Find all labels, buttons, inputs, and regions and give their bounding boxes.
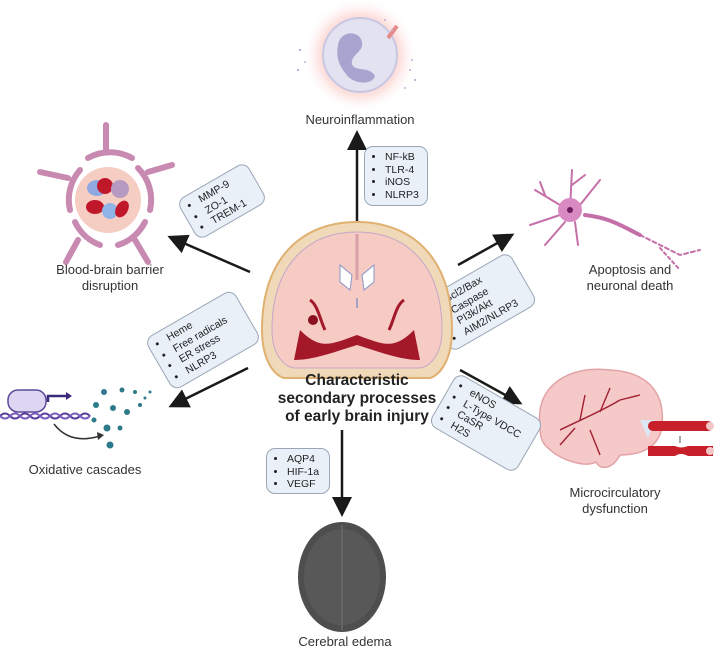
marker-item: iNOS <box>385 176 419 189</box>
label-apoptosis: Apoptosis and neuronal death <box>560 262 700 294</box>
marker-item: NLRP3 <box>385 189 419 202</box>
label-bbb: Blood-brain barrier disruption <box>30 262 190 294</box>
marker-item: HIF-1a <box>287 466 321 479</box>
title-line: of early brain injury <box>285 408 429 425</box>
marker-box-neuroinflammation: NF-kB TLR-4 iNOS NLRP3 <box>364 146 428 206</box>
arrow-microcirculatory <box>459 368 523 405</box>
marker-item: TLR-4 <box>385 164 419 177</box>
label-neuroinflammation: Neuroinflammation <box>280 112 440 128</box>
marker-item: AQP4 <box>287 453 321 466</box>
label-microcirculatory: Microcirculatory dysfunction <box>545 485 685 517</box>
marker-box-edema: AQP4 HIF-1a VEGF <box>266 448 330 494</box>
label-oxidative: Oxidative cascades <box>10 462 160 478</box>
label-line: Cerebral edema <box>298 634 392 649</box>
marker-item: NF-kB <box>385 151 419 164</box>
label-line: Apoptosis and <box>588 262 672 277</box>
label-line: Blood-brain barrier <box>56 262 164 277</box>
label-line: neuronal death <box>586 278 674 293</box>
label-line: Microcirculatory <box>569 485 661 500</box>
label-line: disruption <box>81 278 139 293</box>
central-title: Characteristic secondary processes of ea… <box>262 372 452 426</box>
label-line: Neuroinflammation <box>305 112 415 127</box>
arrow-apoptosis <box>457 233 515 267</box>
label-line: Oxidative cascades <box>28 462 142 477</box>
marker-item: VEGF <box>287 478 321 491</box>
label-edema: Cerebral edema <box>270 634 420 650</box>
label-line: dysfunction <box>582 501 648 516</box>
title-line: Characteristic <box>305 372 409 389</box>
arrow-oxidative <box>168 366 249 408</box>
arrow-bbb <box>167 234 251 274</box>
title-line: secondary processes <box>277 390 437 407</box>
